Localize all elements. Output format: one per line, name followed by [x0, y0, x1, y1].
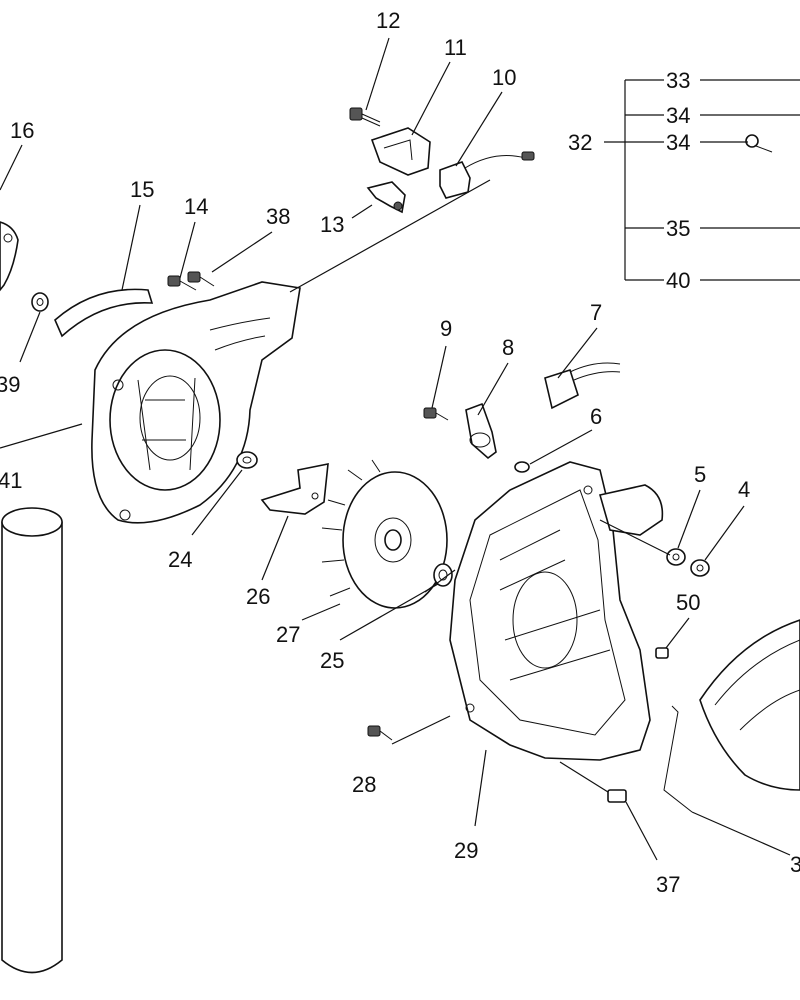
main-housing-29-part: [449, 461, 664, 761]
screw-34-part: [745, 134, 773, 153]
callout-13: 13: [320, 212, 344, 237]
callout-32: 32: [568, 130, 592, 155]
callout-41: 41: [0, 468, 22, 493]
callout-16: 16: [10, 118, 34, 143]
left-bracket-part: [0, 221, 19, 292]
callout-labels: 12 11 10 16 15 14 38 13 39 41 9 8 7 6 5 …: [0, 8, 800, 897]
fan-impeller-27-part: [321, 459, 448, 609]
callout-34: 34: [666, 130, 690, 155]
callout-33: 33: [666, 68, 690, 93]
bolt-12-part: [349, 107, 381, 127]
callout-4: 4: [738, 477, 750, 502]
callout-9: 9: [440, 316, 452, 341]
callout-3: 3: [790, 852, 800, 877]
callout-10: 10: [492, 65, 516, 90]
callout-25: 25: [320, 648, 344, 673]
screw-38-part: [187, 271, 215, 287]
callout-40: 40: [666, 268, 690, 293]
callout-50: 50: [676, 590, 700, 615]
right-cover-part: [699, 619, 800, 791]
switch-10-part: [439, 151, 535, 199]
callout-14: 14: [184, 194, 208, 219]
callout-39: 39: [0, 372, 20, 397]
callout-38: 38: [266, 204, 290, 229]
rod-3-part: [663, 705, 693, 813]
bracket-11-part: [370, 127, 431, 176]
cushion-50-part: [655, 647, 669, 659]
callout-7: 7: [590, 300, 602, 325]
callout-26: 26: [246, 584, 270, 609]
callout-37: 37: [656, 872, 680, 897]
nut-24-part: [236, 451, 258, 469]
washer-6-part: [514, 461, 530, 473]
callout-12: 12: [376, 8, 400, 33]
plug-cap-8-part: [465, 402, 497, 460]
gasket-strip-part: [54, 288, 154, 338]
callout-8: 8: [502, 335, 514, 360]
callout-28: 28: [352, 772, 376, 797]
callout-6: 6: [590, 404, 602, 429]
callout-35: 35: [666, 216, 690, 241]
screw-14-part: [167, 275, 197, 291]
lever-13-part: [366, 181, 406, 214]
callout-24: 24: [168, 547, 192, 572]
bolt-28-part: [367, 725, 393, 741]
callout-34-top: 34: [666, 103, 690, 128]
connector-7-part: [544, 362, 621, 410]
callout-15: 15: [130, 177, 154, 202]
nut-5-part: [666, 548, 686, 566]
washer-part: [31, 292, 49, 312]
fan-cover-part: [91, 281, 301, 524]
callout-5: 5: [694, 462, 706, 487]
clip-26-part: [260, 463, 329, 515]
washer-25-part: [433, 563, 453, 587]
callout-29: 29: [454, 838, 478, 863]
nut-4-part: [690, 559, 710, 577]
cushion-37-part: [607, 789, 627, 803]
callout-27: 27: [276, 622, 300, 647]
callout-11: 11: [444, 35, 467, 60]
screw-9-part: [423, 407, 449, 421]
tube-part: [1, 507, 63, 974]
leader-lines: [0, 37, 800, 861]
